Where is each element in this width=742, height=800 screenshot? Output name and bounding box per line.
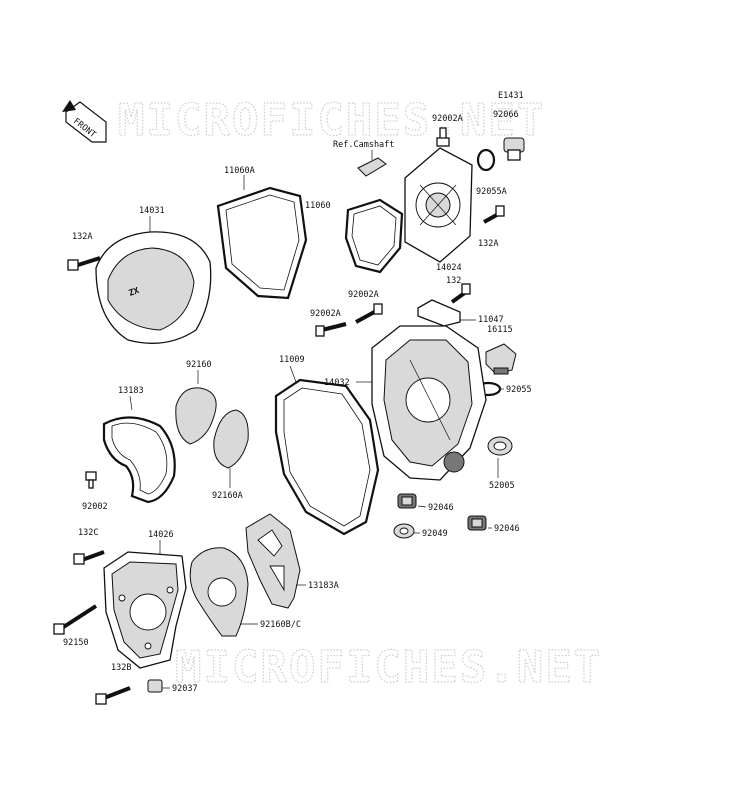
diagram-code: E1431: [498, 91, 524, 101]
part-label-132C: 132C: [78, 528, 98, 538]
bolt-92002: [85, 471, 97, 489]
part-label-14026: 14026: [148, 530, 174, 540]
generator-cover-14031: ZX: [95, 231, 212, 344]
part-label-92046-a: 92046: [428, 503, 454, 513]
part-label-92037: 92037: [172, 684, 198, 694]
part-label-52005: 52005: [489, 481, 515, 491]
clutch-cover-14032: [371, 325, 487, 481]
bolt-92150: [53, 604, 98, 635]
plug-92066: [503, 137, 525, 161]
part-label-132: 132: [446, 276, 461, 286]
part-label-132A-right: 132A: [478, 239, 498, 249]
part-label-92002: 92002: [82, 502, 108, 512]
part-label-132A-left: 132A: [72, 232, 92, 242]
plate-13183A: [245, 513, 301, 609]
svg-text:ZX: ZX: [128, 286, 141, 299]
damper-92160A: [213, 409, 249, 469]
part-label-92160: 92160: [186, 360, 212, 370]
gasket-11009: [274, 378, 380, 536]
damper-92160BC: [189, 547, 249, 637]
bearing-92046-a: [397, 493, 417, 509]
cap-16115: [485, 343, 517, 375]
damper-92160: [175, 387, 217, 445]
part-label-92049: 92049: [422, 529, 448, 539]
part-label-92055A: 92055A: [476, 187, 507, 197]
part-label-92055: 92055: [506, 385, 532, 395]
watermark-bottom: MICROFICHES.NET: [175, 642, 602, 693]
bolt-132A-left: [67, 256, 101, 271]
oil-seal-52005: [487, 436, 513, 456]
part-label-92002A-low: 92002A: [310, 309, 341, 319]
part-label-92002A-mid: 92002A: [348, 290, 379, 300]
cover-14026: [103, 551, 187, 669]
bearing-92046-b: [467, 515, 487, 531]
part-label-92160A: 92160A: [212, 491, 243, 501]
part-label-13183: 13183: [118, 386, 144, 396]
gasket-11060A: [216, 186, 308, 300]
gasket-11060: [344, 198, 404, 274]
part-label-11009: 11009: [279, 355, 305, 365]
watermark-top: MICROFICHES.NET: [118, 95, 545, 146]
part-label-14024: 14024: [436, 263, 462, 273]
part-label-11060: 11060: [305, 201, 331, 211]
front-arrow-tag: FRONT: [62, 100, 107, 143]
part-label-92150: 92150: [63, 638, 89, 648]
bolt-132A-right: [483, 205, 505, 224]
part-label-92046-b: 92046: [494, 524, 520, 534]
camshaft-cap-part: [357, 157, 387, 177]
part-label-132B: 132B: [111, 663, 131, 673]
bracket-11047: [417, 299, 461, 327]
part-label-13183A: 13183A: [308, 581, 339, 591]
ref-camshaft-note: Ref.Camshaft: [333, 140, 394, 150]
part-label-11047: 11047: [478, 315, 504, 325]
plate-13183: [102, 416, 176, 504]
cover-14024: [404, 147, 473, 263]
bolt-132: [450, 283, 471, 304]
bolt-92002A-mid: [355, 303, 383, 324]
o-ring-92055A: [476, 148, 496, 172]
bolt-132C: [73, 550, 105, 565]
part-label-11060A: 11060A: [224, 166, 255, 176]
bolt-92002A-top: [436, 127, 450, 147]
clamp-92037: [147, 679, 163, 693]
part-label-92160BC: 92160B/C: [260, 620, 301, 630]
part-label-14031: 14031: [139, 206, 165, 216]
seal-92049: [393, 523, 415, 539]
part-label-14032: 14032: [324, 378, 350, 388]
bolt-132B: [95, 686, 131, 705]
bolt-92002A-low: [315, 322, 347, 337]
part-label-92066: 92066: [493, 110, 519, 120]
part-label-92002A-top: 92002A: [432, 114, 463, 124]
part-label-16115: 16115: [487, 325, 513, 335]
